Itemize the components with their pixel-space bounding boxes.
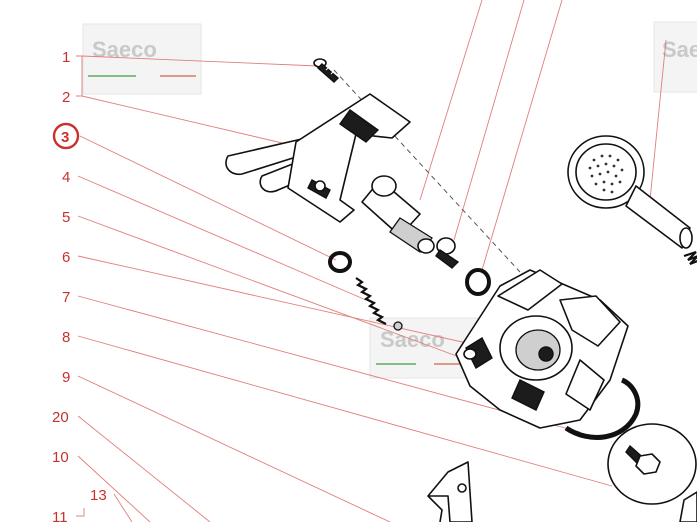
watermark-text: Saeco bbox=[92, 37, 157, 62]
callout-5[interactable]: 5 bbox=[62, 209, 70, 226]
part-spring-right[interactable] bbox=[683, 250, 697, 266]
part-shower-head[interactable] bbox=[567, 135, 693, 249]
watermark-text: Saeco bbox=[662, 37, 697, 62]
part-screw[interactable] bbox=[313, 58, 340, 83]
callout-10[interactable]: 10 bbox=[52, 449, 69, 466]
callout-7[interactable]: 7 bbox=[62, 289, 70, 306]
part-disc-bolt[interactable] bbox=[607, 423, 697, 505]
part-o-ring-large[interactable] bbox=[564, 377, 641, 440]
callout-2[interactable]: 2 bbox=[62, 89, 70, 106]
part-bottom-bracket[interactable] bbox=[427, 461, 473, 522]
callout-8[interactable]: 8 bbox=[62, 329, 70, 346]
callout-4[interactable]: 4 bbox=[62, 169, 70, 186]
callout-labels: 1 2 3 4 5 6 7 8 9 20 10 11 13 bbox=[52, 49, 107, 522]
part-right-edge-fragment[interactable] bbox=[679, 491, 697, 522]
part-bushing[interactable] bbox=[435, 237, 460, 269]
selected-callout-ring bbox=[52, 122, 80, 150]
callout-13[interactable]: 13 bbox=[90, 487, 107, 504]
part-spring[interactable] bbox=[355, 277, 387, 325]
callout-11[interactable]: 11 bbox=[52, 509, 68, 522]
callout-6[interactable]: 6 bbox=[62, 249, 70, 266]
saeco-watermark-top-left: Saeco bbox=[82, 23, 202, 95]
part-lever-bracket[interactable] bbox=[225, 93, 411, 223]
callout-20[interactable]: 20 bbox=[52, 409, 69, 426]
part-piston-cylinder[interactable] bbox=[361, 175, 435, 254]
callout-3[interactable]: 3 bbox=[61, 129, 69, 146]
part-pin[interactable] bbox=[393, 321, 403, 331]
part-o-ring-small[interactable] bbox=[328, 251, 352, 273]
part-valve-body[interactable] bbox=[455, 269, 629, 429]
leader-lines bbox=[76, 0, 667, 522]
part-o-ring-medium[interactable] bbox=[465, 268, 491, 296]
callout-9[interactable]: 9 bbox=[62, 369, 70, 386]
callout-1[interactable]: 1 bbox=[62, 49, 70, 66]
saeco-watermark-top-right: Saeco bbox=[653, 21, 697, 93]
